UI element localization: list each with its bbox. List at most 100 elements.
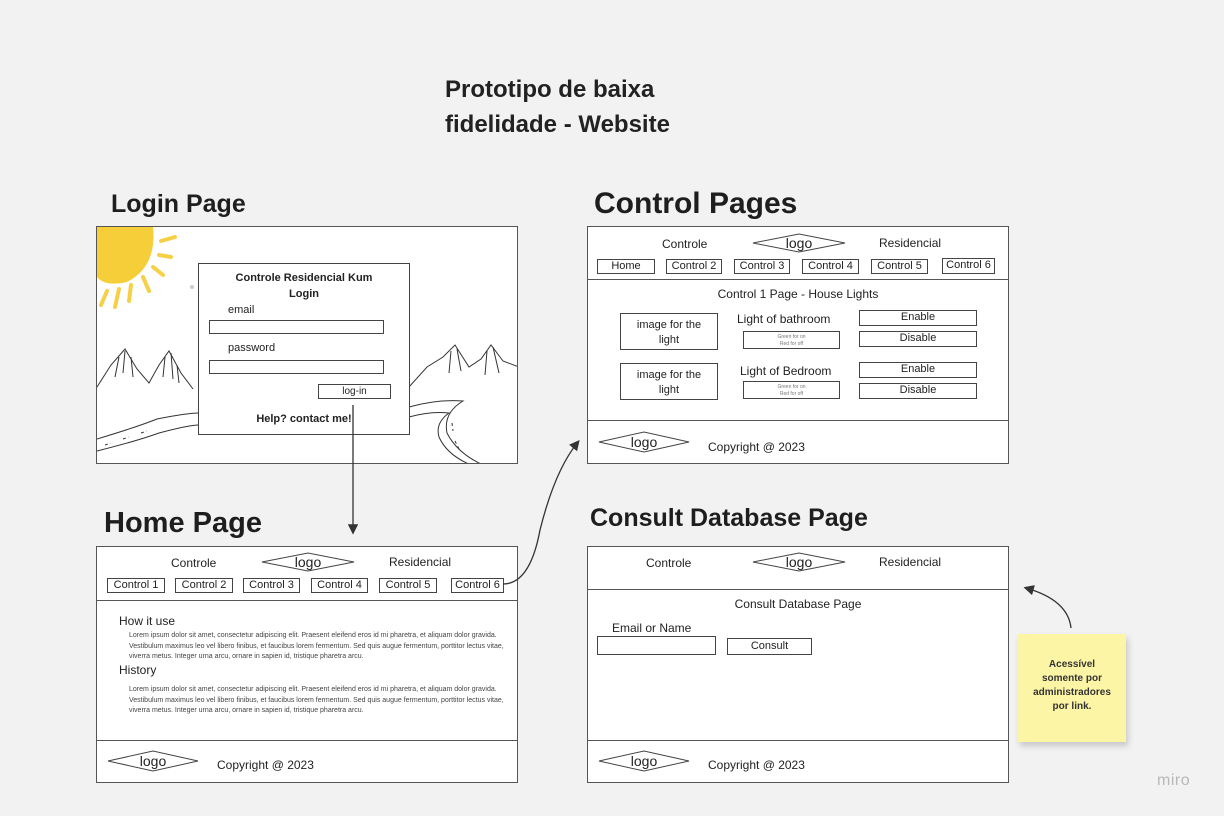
status-indicator: Green for on Red for off: [743, 381, 840, 399]
indicator-line1: Green for on: [777, 384, 806, 390]
header-right-text: Residencial: [389, 555, 452, 569]
light-image-placeholder: image for the light: [620, 363, 718, 400]
control-section-title: Control Pages: [594, 187, 798, 220]
nav-control-1[interactable]: Control 1: [107, 578, 165, 593]
header-left-text: Controle: [662, 237, 708, 251]
login-page-frame: Controle Residencial Kum Login email pas…: [96, 226, 518, 464]
footer-divider: [588, 420, 1008, 421]
light-bathroom-label: Light of bathroom: [737, 312, 831, 326]
sun-rays-icon: [99, 235, 177, 309]
header-logo[interactable]: logo: [752, 233, 846, 253]
history-body: Lorem ipsum dolor sit amet, consectetur …: [129, 686, 504, 714]
logo-diamond-icon: [598, 431, 690, 453]
nav-control-2[interactable]: Control 2: [666, 259, 722, 274]
nav-control-6[interactable]: Control 6: [451, 578, 504, 593]
footer-logo[interactable]: logo: [107, 750, 199, 772]
nav-control-3[interactable]: Control 3: [243, 578, 300, 593]
consult-page-frame: Controle logo Residencial Consult Databa…: [587, 546, 1009, 783]
logo-diamond-icon: [598, 750, 690, 772]
email-or-name-field[interactable]: [597, 636, 716, 655]
footer-logo[interactable]: logo: [598, 750, 690, 772]
footer-divider: [97, 740, 517, 741]
home-page-frame: Controle logo Residencial Control 1 Cont…: [96, 546, 518, 783]
sticky-line4: por link.: [1052, 701, 1092, 712]
how-it-use-body: Lorem ipsum dolor sit amet, consectetur …: [129, 632, 504, 660]
sticky-line3: administradores: [1033, 687, 1111, 698]
login-form-title-line1: Controle Residencial Kum: [235, 272, 373, 284]
consult-button[interactable]: Consult: [727, 638, 812, 655]
copyright-text: Copyright @ 2023: [217, 758, 314, 772]
mountains-right-icon: [408, 344, 517, 388]
header-right-text: Residencial: [879, 555, 942, 569]
header-divider: [588, 279, 1008, 280]
how-it-use-heading: How it use: [119, 614, 176, 628]
header-logo-text: logo: [294, 554, 322, 570]
indicator-line1: Green for on: [777, 334, 806, 340]
logo-diamond-icon: [752, 233, 846, 253]
footer-divider: [588, 740, 1008, 741]
miro-watermark: miro: [1157, 772, 1191, 789]
footer-logo-text: logo: [630, 434, 658, 450]
footer-logo-text: logo: [630, 753, 658, 769]
sticky-line2: somente por: [1041, 673, 1102, 684]
header-right-text: Residencial: [879, 236, 942, 250]
indicator-line2: Red for off: [779, 391, 804, 397]
header-logo[interactable]: logo: [752, 552, 846, 572]
header-left-text: Controle: [646, 556, 692, 570]
nav-control-4[interactable]: Control 4: [802, 259, 859, 274]
login-background-sketch: [97, 227, 517, 463]
header-left-text: Controle: [171, 556, 217, 570]
control-page-frame: Controle logo Residencial Home Control 2…: [587, 226, 1009, 464]
email-label: email: [228, 304, 255, 316]
board-title-line2: fidelidade - Website: [445, 111, 670, 138]
admin-sticky-note[interactable]: Acessível somente por administradores po…: [1018, 634, 1126, 742]
history-heading: History: [119, 663, 157, 677]
image-placeholder-line1: image for the: [636, 319, 702, 331]
footer-logo-text: logo: [139, 753, 167, 769]
nav-control-5[interactable]: Control 5: [379, 578, 437, 593]
header-logo[interactable]: logo: [261, 552, 355, 572]
home-section-title: Home Page: [104, 507, 262, 539]
header-logo-text: logo: [785, 235, 813, 251]
login-section-title: Login Page: [111, 190, 246, 218]
login-button[interactable]: log-in: [318, 384, 391, 399]
login-form-title: Controle Residencial Kum Login: [199, 270, 409, 302]
consult-page-title: Consult Database Page: [734, 597, 862, 611]
image-placeholder-line2: light: [658, 334, 680, 346]
help-link[interactable]: Help? contact me!: [256, 413, 352, 425]
river-left-icon: [97, 412, 200, 452]
indicator-line2: Red for off: [779, 341, 804, 347]
nav-control-3[interactable]: Control 3: [734, 259, 790, 274]
disable-button[interactable]: Disable: [859, 383, 977, 399]
email-field[interactable]: [209, 320, 384, 334]
board-title-line1: Prototipo de baixa: [445, 76, 655, 103]
copyright-text: Copyright @ 2023: [708, 758, 805, 772]
enable-button[interactable]: Enable: [859, 310, 977, 326]
header-logo-text: logo: [785, 554, 813, 570]
login-form: Controle Residencial Kum Login email pas…: [198, 263, 410, 435]
footer-logo[interactable]: logo: [598, 431, 690, 453]
board-title: Prototipo de baixa fidelidade - Website: [445, 72, 765, 142]
password-field[interactable]: [209, 360, 384, 374]
password-label: password: [228, 342, 276, 354]
nav-control-5[interactable]: Control 5: [871, 259, 928, 274]
image-placeholder-line2: light: [658, 384, 680, 396]
sticky-line1: Acessível: [1048, 659, 1096, 670]
nav-home[interactable]: Home: [597, 259, 655, 274]
header-divider: [588, 589, 1008, 590]
enable-button[interactable]: Enable: [859, 362, 977, 378]
copyright-text: Copyright @ 2023: [708, 440, 805, 454]
light-bedroom-label: Light of Bedroom: [740, 364, 832, 378]
image-placeholder-line1: image for the: [636, 369, 702, 381]
nav-control-4[interactable]: Control 4: [311, 578, 368, 593]
nav-control-2[interactable]: Control 2: [175, 578, 233, 593]
disable-button[interactable]: Disable: [859, 331, 977, 347]
nav-control-6[interactable]: Control 6: [942, 258, 995, 274]
consult-section-title: Consult Database Page: [590, 504, 868, 532]
arrow-note-to-consult: [1023, 585, 1072, 629]
control-page-title: Control 1 Page - House Lights: [717, 287, 879, 301]
logo-diamond-icon: [107, 750, 199, 772]
logo-diamond-icon: [752, 552, 846, 572]
mountains-left-icon: [97, 348, 194, 390]
email-or-name-label: Email or Name: [612, 621, 692, 635]
